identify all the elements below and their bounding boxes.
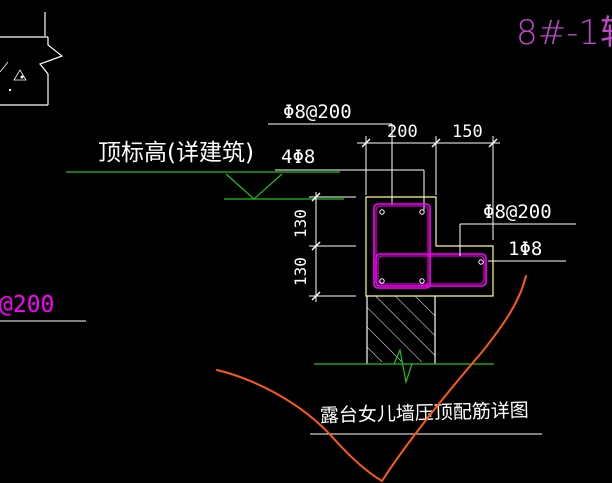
- left-dimension: 130 130: [291, 192, 356, 302]
- stirrup-annotation: Φ8@200 1Φ8: [459, 201, 576, 262]
- left-partial-annotation: @200: [0, 292, 86, 322]
- dim-left-upper: 130: [291, 209, 310, 238]
- top-left-wall-section: [0, 12, 64, 106]
- elevation-label: 顶标高(详建筑): [98, 140, 254, 166]
- dim-top-right: 150: [452, 122, 483, 142]
- top-rebar-label: Φ8@200: [283, 101, 352, 123]
- left-partial-label: @200: [0, 292, 54, 318]
- tie-label: 1Φ8: [508, 238, 542, 260]
- coping-outline: [365, 196, 494, 297]
- top-dimension: 200 150: [357, 122, 500, 240]
- stirrup-label: Φ8@200: [483, 201, 552, 223]
- main-rebar-label: 4Φ8: [281, 146, 315, 168]
- dim-top-left: 200: [387, 122, 418, 142]
- hand-drawn-mark: [216, 275, 527, 483]
- dim-left-lower: 130: [291, 257, 310, 286]
- rebar-cage: [373, 203, 487, 289]
- sheet-label: 8#-1轴: [516, 13, 612, 53]
- parapet-wall: [314, 296, 494, 385]
- detail-title: 露台女儿墙压顶配筋详图: [310, 400, 542, 435]
- top-rebar-annotation: Φ8@200: [268, 101, 393, 205]
- elevation-annotation: 顶标高(详建筑) 4Φ8: [66, 140, 425, 210]
